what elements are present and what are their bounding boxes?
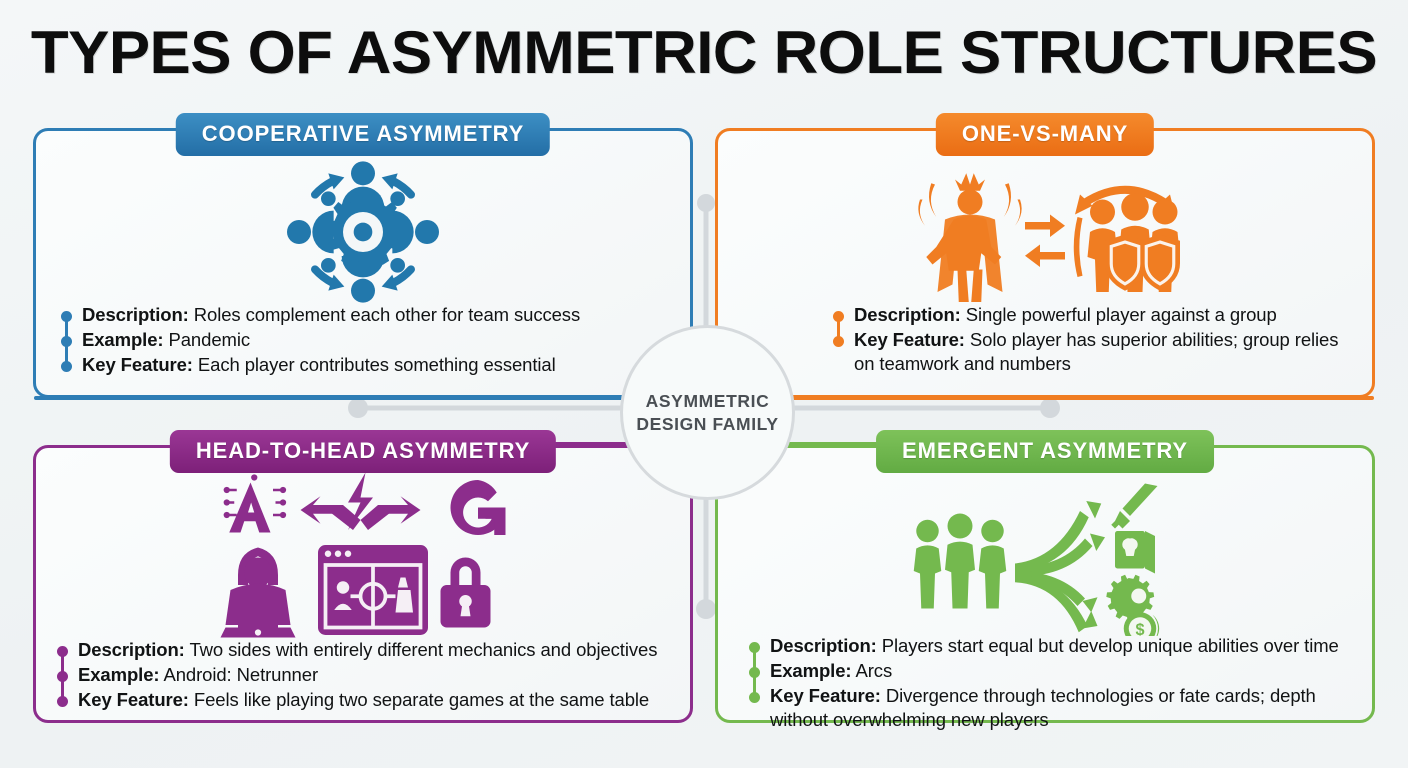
panel-title-cooperative-asymmetry: COOPERATIVE ASYMMETRY [175, 113, 551, 156]
bullet-label: Description: [854, 304, 961, 325]
panel-cooperative-asymmetry[interactable]: COOPERATIVE ASYMMETRY [33, 113, 693, 398]
bullet-item: Description: Single powerful player agai… [830, 303, 1360, 342]
hub-label-line2: DESIGN FAMILY [636, 413, 779, 434]
bullet-label: Key Feature: [854, 329, 965, 350]
bullet-stem [65, 317, 68, 342]
hub-center-node: ASYMMETRIC DESIGN FAMILY [620, 325, 795, 500]
bullet-stem [753, 648, 756, 673]
bullet-label: Description: [82, 304, 189, 325]
bullet-stem [61, 652, 64, 677]
panel-title-emergent-asymmetry: EMERGENT ASYMMETRY [876, 430, 1214, 473]
bullet-text: Feels like playing two separate games at… [188, 689, 650, 710]
bullet-text: Android: Netrunner [159, 664, 318, 685]
panel-one-vs-many[interactable]: ONE-VS-MANY [715, 113, 1375, 398]
bullet-label: Key Feature: [82, 354, 193, 375]
bullet-text: Pandemic [163, 329, 251, 350]
panel-head-to-head-asymmetry[interactable]: HEAD-TO-HEAD ASYMMETRY [33, 430, 693, 723]
overlord-vs-group-icon [718, 157, 1372, 307]
svg-text:$: $ [1135, 621, 1144, 636]
bullet-text: Single powerful player against a group [960, 304, 1277, 325]
bullet-item: Key Feature: Solo player has superior ab… [830, 328, 1360, 377]
bullet-text: Roles complement each other for team suc… [188, 304, 581, 325]
bullet-dot-icon [749, 692, 760, 703]
bullet-label: Description: [78, 639, 185, 660]
bullet-label: Key Feature: [770, 685, 881, 706]
bullet-dot-icon [57, 671, 68, 682]
bullet-list-emergent: Description: Players start equal but dev… [746, 634, 1366, 733]
team-gear-cycle-icon [36, 157, 690, 307]
bullet-dot-icon [61, 336, 72, 347]
bullet-label: Example: [78, 664, 160, 685]
bullet-dot-icon [61, 361, 72, 372]
bullet-text: Arcs [851, 660, 893, 681]
bullet-text: Divergence through technologies or fate … [770, 685, 1316, 731]
bullet-list-head-to-head: Description: Two sides with entirely dif… [54, 638, 684, 713]
bullet-item: Description: Two sides with entirely dif… [54, 638, 684, 677]
bullet-item: Key Feature: Divergence through technolo… [746, 684, 1366, 733]
bullet-label: Description: [770, 635, 877, 656]
players-diverging-paths-icon: $ [718, 476, 1372, 636]
bullet-dot-icon [57, 646, 68, 657]
bullet-dot-icon [57, 696, 68, 707]
bullet-item: Description: Roles complement each other… [58, 303, 668, 342]
hacker-vs-corp-icon [36, 470, 690, 640]
bullet-list-cooperative: Description: Roles complement each other… [58, 303, 668, 378]
bullet-item: Key Feature: Each player contributes som… [58, 353, 668, 378]
bullet-dot-icon [61, 311, 72, 322]
bullet-stem [837, 317, 840, 342]
bullet-stem [65, 342, 68, 367]
bullet-item: Key Feature: Feels like playing two sepa… [54, 688, 684, 713]
bullet-dot-icon [833, 311, 844, 322]
panel-emergent-asymmetry[interactable]: EMERGENT ASYMMETRY [715, 430, 1375, 730]
hub-label: ASYMMETRIC DESIGN FAMILY [636, 390, 778, 435]
bullet-label: Example: [770, 660, 852, 681]
bullet-dot-icon [749, 642, 760, 653]
bullet-dot-icon [833, 336, 844, 347]
bullet-label: Example: [82, 329, 164, 350]
bullet-item: Description: Players start equal but dev… [746, 634, 1366, 673]
hub-label-line1: ASYMMETRIC [645, 391, 770, 412]
bullet-list-one-vs-many: Description: Single powerful player agai… [830, 303, 1360, 377]
page-title: TYPES OF ASYMMETRIC ROLE STRUCTURES [30, 19, 1378, 86]
bullet-item: Example: Android: Netrunner [54, 663, 684, 702]
panel-title-head-to-head-asymmetry: HEAD-TO-HEAD ASYMMETRY [169, 430, 557, 473]
bullet-text: Each player contributes something essent… [192, 354, 556, 375]
bullet-text: Solo player has superior abilities; grou… [854, 329, 1339, 375]
bullet-text: Two sides with entirely different mechan… [184, 639, 658, 660]
bullet-stem [61, 677, 64, 702]
bullet-text: Players start equal but develop unique a… [876, 635, 1339, 656]
bullet-item: Example: Pandemic [58, 328, 668, 367]
bullet-label: Key Feature: [78, 689, 189, 710]
bullet-stem [753, 673, 756, 698]
panel-title-one-vs-many: ONE-VS-MANY [935, 113, 1155, 156]
bullet-item: Example: Arcs [746, 659, 1366, 698]
bullet-dot-icon [749, 667, 760, 678]
